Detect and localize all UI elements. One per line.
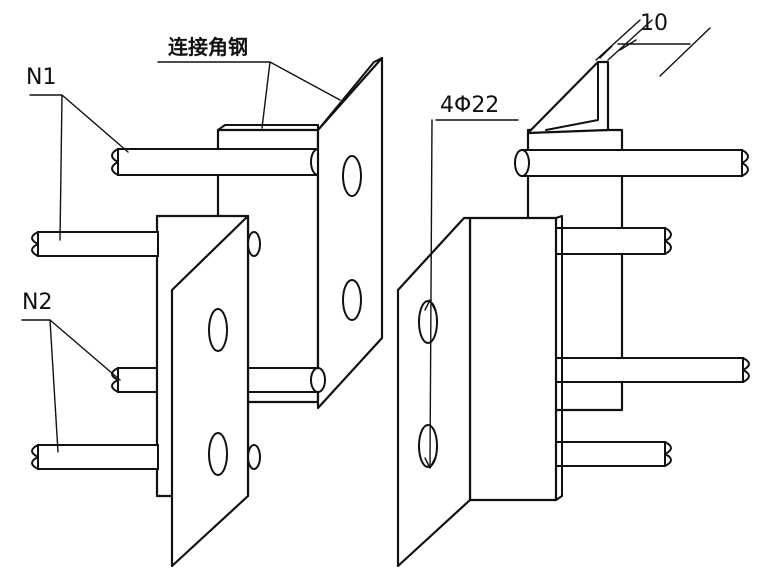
left-assembly xyxy=(31,56,384,568)
right-rebar-bottom xyxy=(554,441,672,467)
left-rebar-n1-top xyxy=(111,148,326,176)
bolt-hole-leader xyxy=(429,119,519,466)
left-rebar-n1-lower xyxy=(31,231,261,257)
right-front-angle-plate xyxy=(396,216,472,568)
right-top-angle-flange xyxy=(526,60,610,135)
right-rebar-mid-2 xyxy=(554,357,750,383)
right-front-bolt-hole-2 xyxy=(418,424,438,468)
dimension-label: 10 xyxy=(640,11,668,36)
angle-steel-label: 连接角钢 xyxy=(168,35,248,59)
annotations: N1 N2 连接角钢 4Φ22 10 xyxy=(21,11,711,469)
left-upper-angle-plate xyxy=(316,56,384,410)
angle-steel-leader xyxy=(157,61,341,129)
n1-label: N1 xyxy=(26,65,56,90)
n1-leader xyxy=(29,94,129,241)
left-front-bolt-hole-2 xyxy=(208,432,228,476)
left-upper-bolt-hole-1 xyxy=(342,155,362,197)
bolt-hole-label: 4Φ22 xyxy=(440,93,499,118)
right-rebar-top xyxy=(514,149,749,177)
left-front-angle-plate xyxy=(170,214,250,568)
n2-leader xyxy=(21,319,121,453)
right-front-angle-block xyxy=(468,216,558,502)
left-front-bolt-hole-1 xyxy=(208,308,228,352)
right-assembly xyxy=(396,60,750,568)
left-upper-bolt-hole-2 xyxy=(342,279,362,321)
dimension-lines xyxy=(595,19,711,77)
right-front-bolt-hole-1 xyxy=(418,300,438,344)
left-rebar-n2-upper xyxy=(111,367,326,393)
right-rebar-mid-1 xyxy=(554,227,672,255)
n2-label: N2 xyxy=(22,290,52,315)
